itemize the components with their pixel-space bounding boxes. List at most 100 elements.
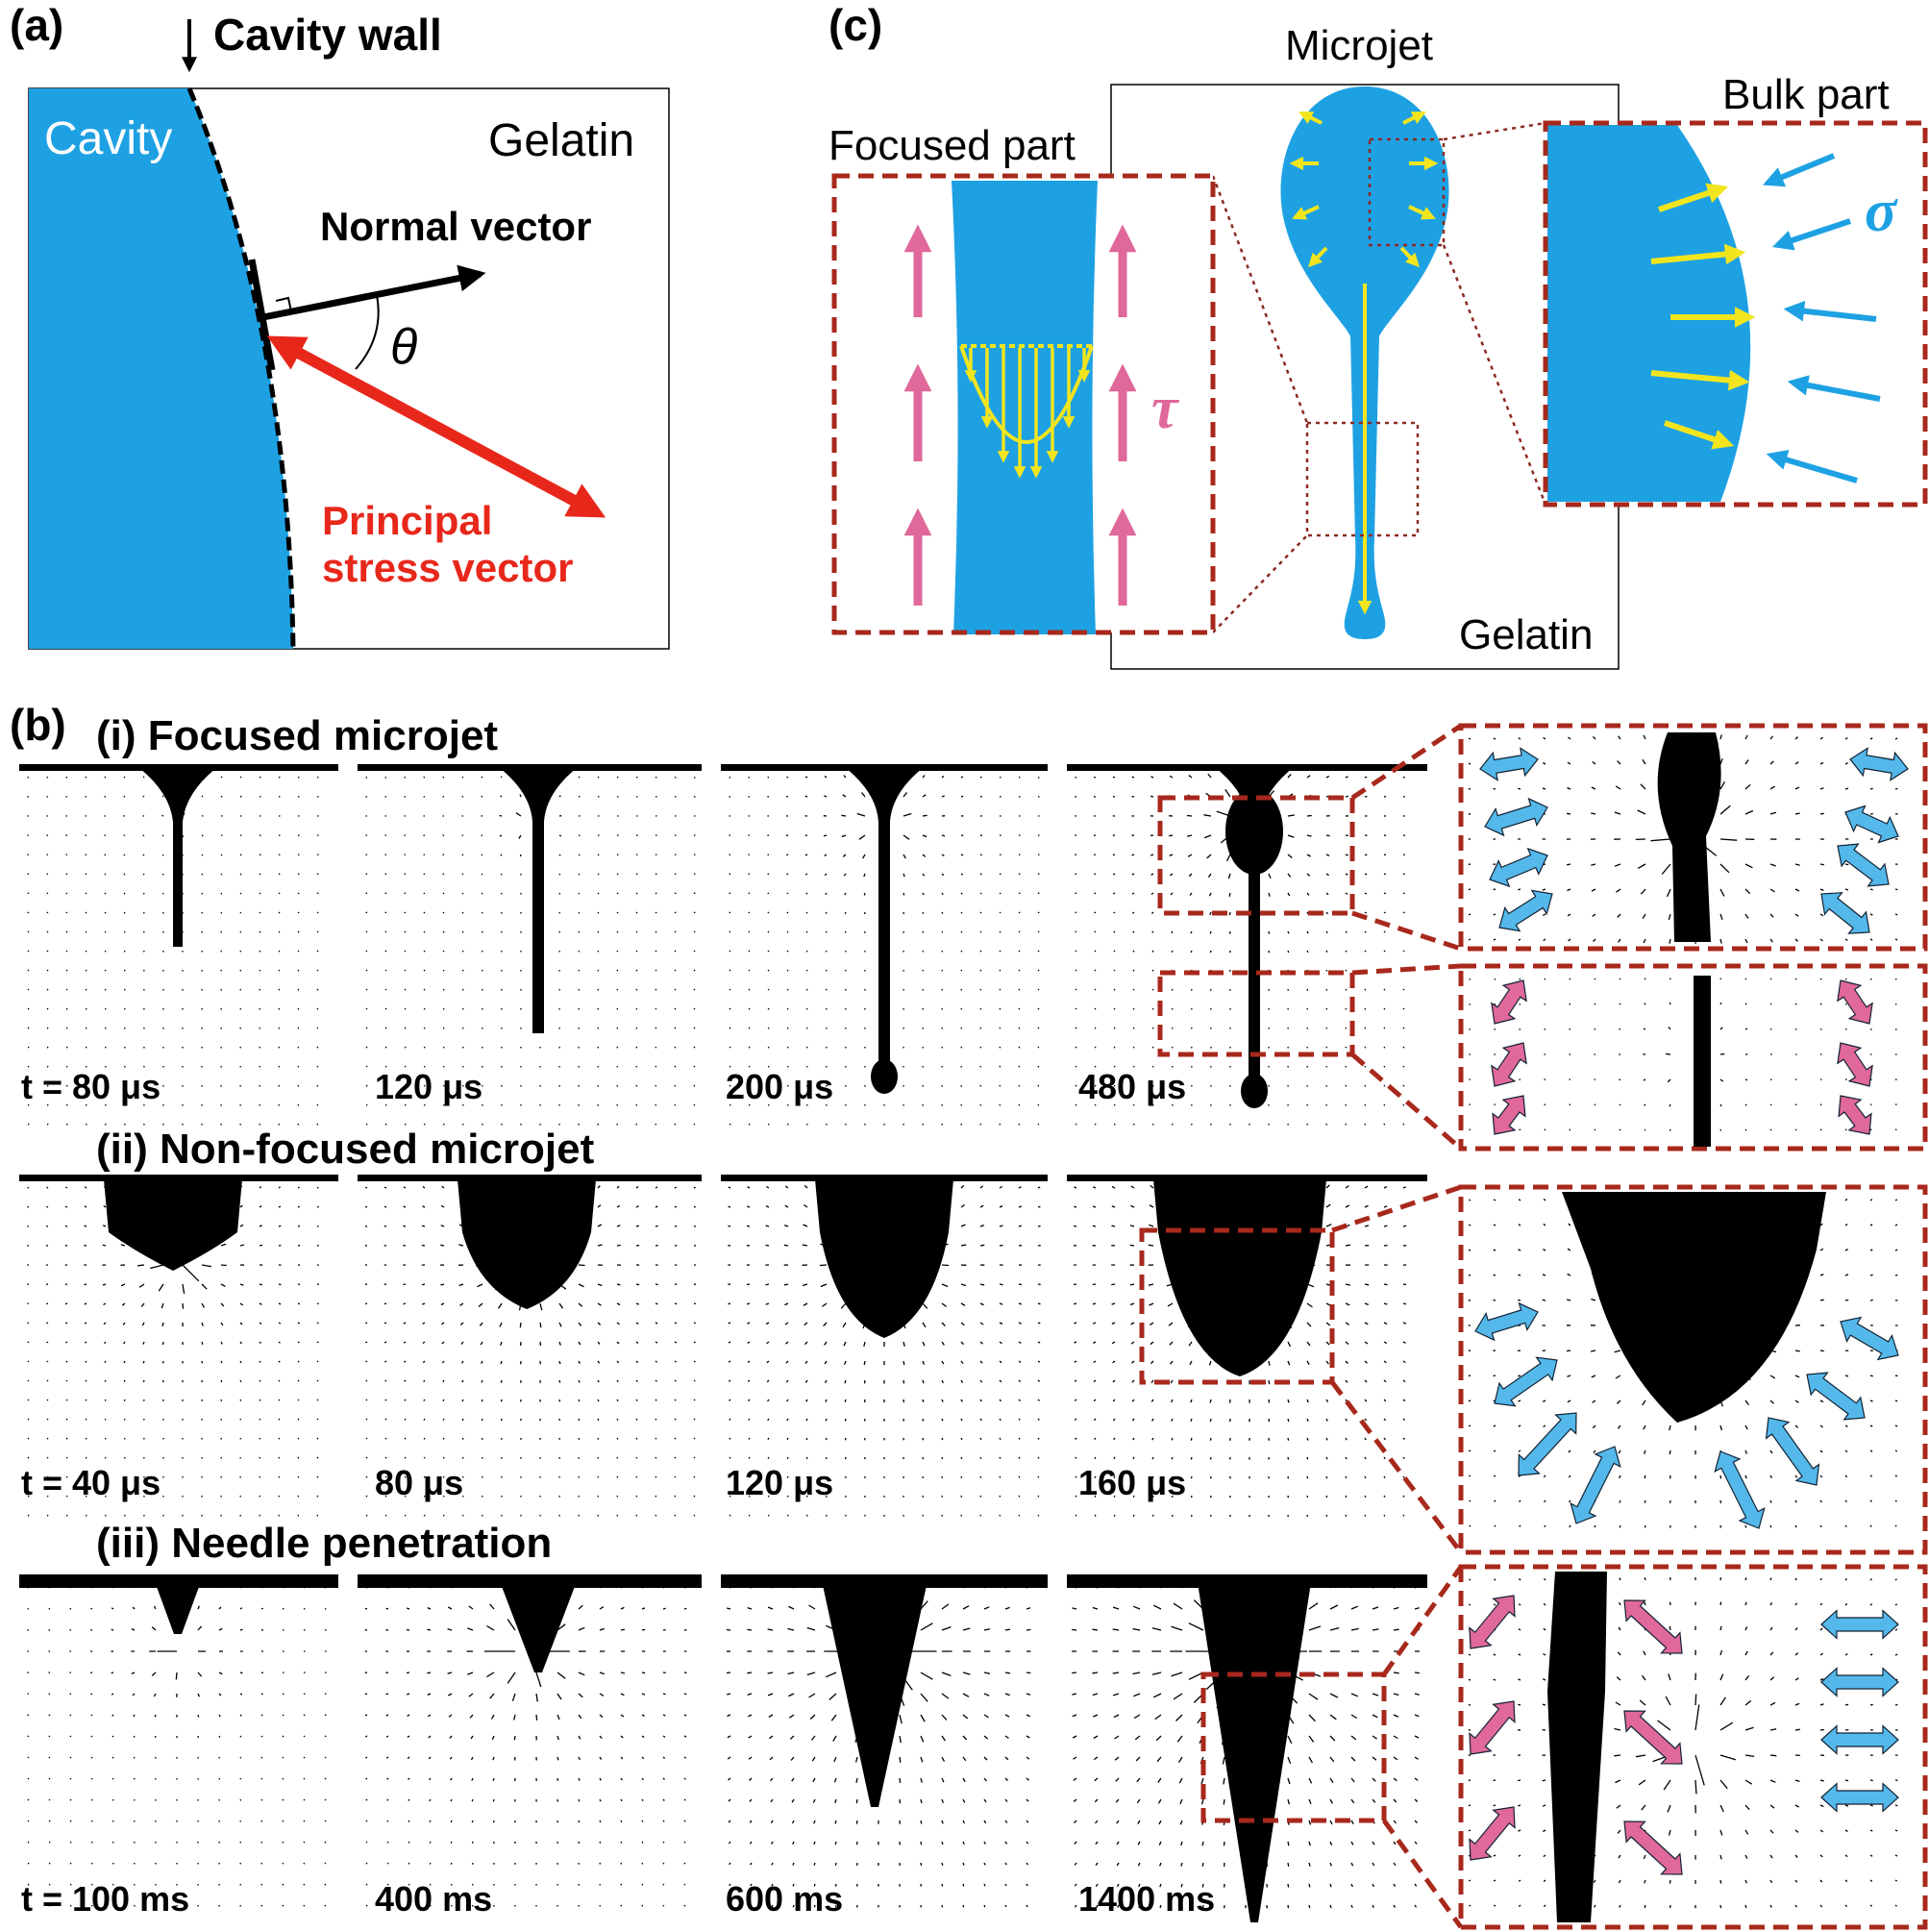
gel-surface-r2-c1 [19,1175,338,1181]
bulk-body [1547,125,1751,502]
stress-arrow-8 [1820,892,1870,934]
microjet-label: Microjet [1285,22,1433,69]
focused-part-label: Focused part [828,122,1076,169]
gelatin-label-a: Gelatin [488,115,634,166]
stress-arrow-29 [1820,1609,1899,1640]
stress-arrow-18 [1570,1446,1621,1524]
time-r3-c3: 600 ms [726,1879,843,1919]
focused-parabola [959,344,1094,444]
bulk-part-label: Bulk part [1722,71,1890,118]
time-r1-c2: 120 μs [375,1067,482,1106]
roi-r2 [1139,1227,1335,1385]
tau-label: τ [1151,376,1180,441]
stress-arrow-16 [1494,1356,1558,1407]
panel-a: (a) Cavity wall Cavity Gelatin Normal ve… [10,0,670,650]
gel-surface-r2-c3 [721,1175,1048,1181]
principal-stress-arrow [266,335,606,518]
zoom-inset-r1-upper-frame [1458,723,1928,952]
stress-arrow-22 [1840,1316,1899,1361]
zoom-inset-r2-connector-top [1331,1184,1462,1233]
stress-arrow-20 [1765,1417,1820,1486]
connector-focused-bottom [1212,534,1308,633]
needle-r3-c4 [1197,1576,1312,1922]
stress-arrow-26 [1623,1599,1683,1654]
stress-arrow-31 [1820,1724,1899,1755]
time-r1-c4: 480 μs [1078,1067,1186,1106]
stress-arrow-21 [1806,1372,1866,1421]
microjet-yellow-arrows [1289,111,1439,615]
piv-field-r1-c2 [365,776,696,1126]
normal-vector-arrow [262,264,486,321]
zoom-r1-upper-jet [1657,732,1721,942]
normal-vector-label: Normal vector [320,204,591,249]
gel-surface-r1-c2 [358,764,702,771]
stress-arrow-14 [1838,1095,1872,1135]
zoom-inset-r1-lower-frame [1458,963,1928,1152]
jet-bulge-r1-c4 [1225,788,1283,875]
principal-line1: Principal [322,498,492,543]
sigma-label: σ [1865,179,1898,244]
piv-field-r1-c1 [27,776,319,1126]
stress-arrow-12 [1837,979,1873,1025]
focused-jet-r1-c3 [846,768,923,1077]
gel-surface-r1-c4 [1067,764,1427,771]
row1-title: (i) Focused microjet [96,712,498,759]
piv-field-r2-c4 [1074,1181,1407,1518]
piv-field-r2-c3 [728,1182,1041,1517]
principal-line2: stress vector [322,545,574,590]
panel-c-label: (c) [828,0,882,50]
time-r2-c2: 80 μs [375,1463,463,1502]
time-r3-c1: t = 100 ms [21,1879,189,1919]
stress-arrow-13 [1837,1042,1873,1087]
stress-arrow-25 [1469,1806,1516,1861]
jet-tip-r1-c3 [871,1059,898,1094]
stress-arrow-27 [1623,1710,1683,1765]
needle-r3-c3 [821,1576,928,1807]
shear-pink-arrows [903,224,1137,606]
piv-field-r2-c1 [27,1184,319,1517]
stress-arrow-23 [1469,1595,1516,1649]
time-r3-c4: 1400 ms [1078,1879,1215,1919]
nonfocused-jet-r2-c2 [458,1179,596,1309]
gel-surface-r1-c1 [19,764,338,771]
nonfocused-jet-r2-c3 [815,1179,953,1338]
zoom-insets-layer [1139,723,1928,1930]
focused-part-box [831,173,1216,635]
theta-label: θ [390,319,417,375]
gel-surface-r2-c2 [358,1175,702,1181]
zoom-inset-r1-lower-connector-bottom [1350,1053,1463,1151]
row3-title: (iii) Needle penetration [96,1520,552,1567]
microjet-bulk-box [1368,137,1446,247]
stress-arrow-24 [1469,1700,1516,1755]
right-angle-mark [275,296,292,312]
gel-surface-r2-c4 [1067,1175,1427,1181]
zoom-inset-r1-upper-field [1468,733,1898,944]
stress-arrow-5 [1849,747,1909,781]
cavity-region [29,88,293,649]
roi-r3 [1200,1672,1387,1823]
zoom-inset-r3-frame [1458,1564,1928,1930]
zoom-inset-r2-frame [1458,1184,1928,1555]
zoom-r2-blob [1562,1192,1826,1423]
stress-arrow-4 [1498,889,1553,932]
focused-jet-r1-c4 [1216,768,1293,1091]
stress-arrow-28 [1623,1821,1683,1875]
cavity-label: Cavity [44,113,172,164]
time-r1-c1: t = 80 μs [21,1067,161,1106]
stress-arrow-3 [1489,847,1548,888]
stress-arrow-10 [1491,1042,1527,1087]
zoom-inset-r3-connector-top [1381,1565,1464,1676]
nonfocused-jet-r2-c1 [104,1179,242,1271]
focused-jet-body [952,181,1098,634]
gelatin-label-c: Gelatin [1459,611,1593,658]
cavity-shapes-layer [19,764,1427,1922]
time-r2-c3: 120 μs [726,1463,833,1502]
panel-c: (c) Microjet Gelatin Focused part [828,0,1928,670]
panel-b: (b) (i) Focused microjet (ii) Non-focuse… [10,700,1928,1930]
stress-arrow-6 [1844,805,1899,844]
zoom-inset-r3-connector-bottom [1381,1819,1464,1929]
zoom-inset-r1-lower-connector-top [1351,963,1462,976]
focused-velocity-arrows [964,348,1091,479]
cavity-wall-label: Cavity wall [213,10,442,60]
